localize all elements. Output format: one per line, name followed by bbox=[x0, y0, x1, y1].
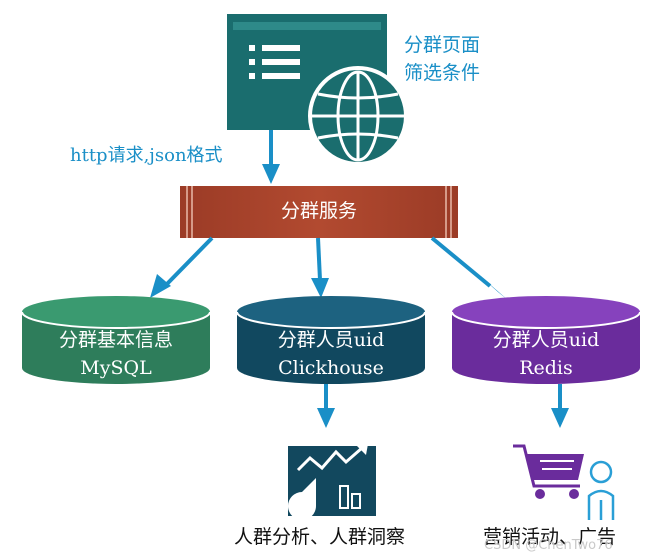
frontend-label-line2: 筛选条件 bbox=[404, 62, 481, 84]
shopping-cart-icon bbox=[513, 444, 584, 499]
watermark-text: CSDN @ChenTwo76 bbox=[484, 538, 613, 553]
clickhouse-database-cylinder bbox=[236, 296, 426, 384]
clickhouse-label-line1: 分群人员uid bbox=[277, 329, 385, 351]
redis-to-marketing-arrow bbox=[551, 384, 569, 428]
mysql-label-line1: 分群基本信息 bbox=[58, 329, 173, 351]
frontend-label-line1: 分群页面 bbox=[404, 34, 481, 56]
request-arrow bbox=[262, 130, 280, 184]
redis-label-line1: 分群人员uid bbox=[492, 329, 600, 351]
service-to-mysql-arrow bbox=[150, 236, 214, 298]
service-to-clickhouse-arrow bbox=[311, 237, 329, 298]
redis-label-line2: Redis bbox=[519, 357, 573, 379]
clickhouse-label-line2: Clickhouse bbox=[278, 357, 384, 379]
redis-database-cylinder bbox=[451, 296, 641, 384]
analytics-chart-icon bbox=[288, 444, 376, 520]
request-label: http请求,json格式 bbox=[70, 145, 223, 166]
analysis-output-label: 人群分析、人群洞察 bbox=[234, 526, 406, 548]
service-label: 分群服务 bbox=[280, 200, 357, 222]
service-to-redis-arrow bbox=[430, 236, 508, 300]
globe-icon bbox=[308, 66, 408, 166]
cluster-service-box bbox=[180, 186, 458, 238]
mysql-database-cylinder bbox=[21, 296, 211, 384]
clickhouse-to-analysis-arrow bbox=[317, 384, 335, 428]
marketing-output-label: 营销活动、广告 bbox=[483, 526, 617, 548]
mysql-label-line2: MySQL bbox=[80, 357, 152, 379]
person-icon bbox=[587, 460, 615, 520]
